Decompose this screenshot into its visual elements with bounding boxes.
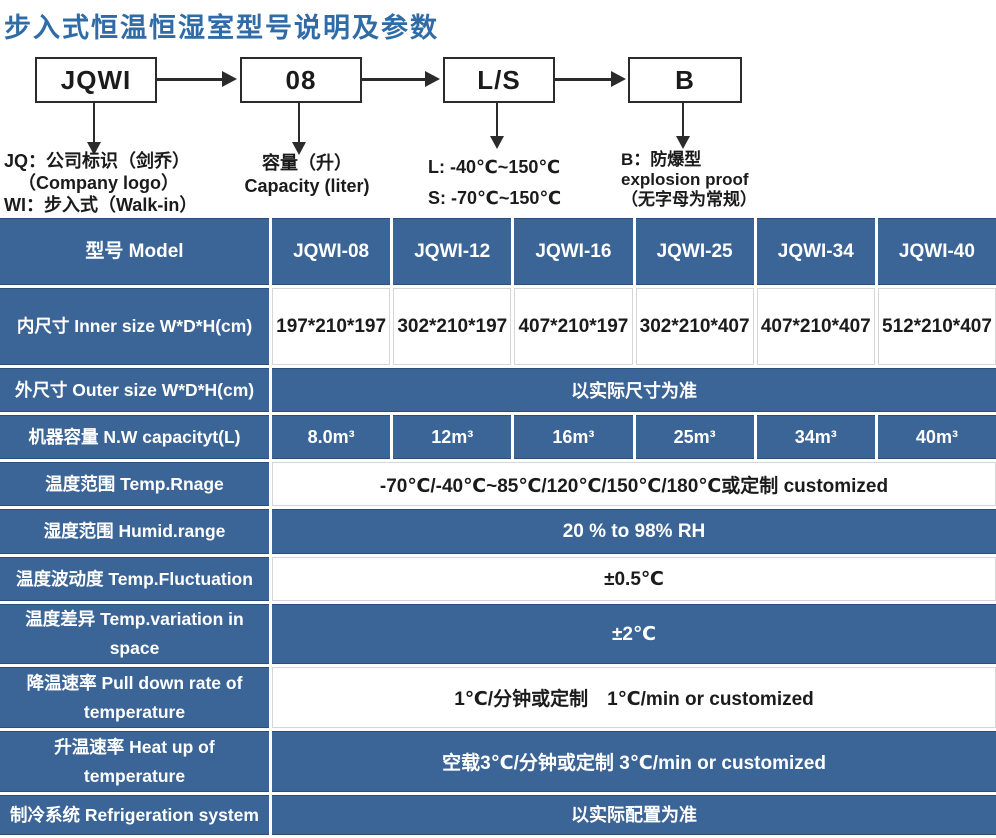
- header-model-label: 型号 Model: [0, 218, 269, 285]
- capacity-value: 16m³: [514, 415, 633, 459]
- row-label: 机器容量 N.W capacityt(L): [0, 415, 269, 459]
- note-line: （无字母为常规）: [621, 190, 757, 209]
- table-row-clipped: 制冷系统 Refrigeration system 以实际配置为准: [0, 795, 996, 835]
- note-line: L: -40℃~150℃: [428, 157, 561, 177]
- arrow-down-icon: [87, 142, 101, 155]
- note-company-code: JQ：公司标识（剑乔） （Company logo） WI：步入式（Walk-i…: [4, 150, 197, 216]
- table-header-row: 型号 Model JQWI-08 JQWI-12 JQWI-16 JQWI-25…: [0, 218, 996, 285]
- flow-box-company-code: JQWI: [35, 57, 157, 103]
- note-line: Capacity (liter): [244, 176, 370, 196]
- arrow-down-icon: [496, 101, 498, 137]
- model-naming-diagram: 步入式恒温恒湿室型号说明及参数 JQWI 08 L/S B JQ：公司标: [0, 0, 996, 218]
- arrow-down-icon: [490, 136, 504, 149]
- outer-size-value: 以实际尺寸为准: [272, 368, 996, 412]
- row-label: 湿度范围 Humid.range: [0, 509, 269, 554]
- inner-size-value: 197*210*197: [272, 288, 391, 365]
- inner-size-value: 407*210*197: [514, 288, 633, 365]
- header-model: JQWI-40: [877, 218, 996, 285]
- page-title: 步入式恒温恒湿室型号说明及参数: [4, 13, 439, 43]
- table-row-fluctuation: 温度波动度 Temp.Fluctuation ±0.5℃: [0, 557, 996, 601]
- header-model: JQWI-25: [635, 218, 754, 285]
- table-row-heatup-rate: 升温速率 Heat up of temperature 空载3℃/分钟或定制 3…: [0, 731, 996, 792]
- capacity-value: 8.0m³: [272, 415, 391, 459]
- table-row-outer-size: 外尺寸 Outer size W*D*H(cm) 以实际尺寸为准: [0, 368, 996, 412]
- arrow-right-icon: [157, 78, 223, 81]
- row-label: 内尺寸 Inner size W*D*H(cm): [0, 288, 269, 365]
- variation-value: ±2℃: [272, 604, 996, 664]
- flow-box-range-code: L/S: [443, 57, 555, 103]
- flow-box-explosion-code: B: [628, 57, 742, 103]
- note-explosion-code: B：防爆型 explosion proof （无字母为常规）: [621, 150, 757, 210]
- row-label: 温度差异 Temp.variation in space: [0, 604, 269, 664]
- header-model: JQWI-12: [393, 218, 512, 285]
- inner-size-value: 512*210*407: [877, 288, 996, 365]
- table-row-variation: 温度差异 Temp.variation in space ±2℃: [0, 604, 996, 664]
- spec-table: 型号 Model JQWI-08 JQWI-12 JQWI-16 JQWI-25…: [0, 218, 996, 838]
- flow-box-label: 08: [285, 64, 317, 95]
- header-model: JQWI-08: [272, 218, 391, 285]
- arrow-down-icon: [682, 101, 684, 137]
- arrow-down-icon: [676, 136, 690, 149]
- fluctuation-value: ±0.5℃: [272, 557, 996, 601]
- note-line: B：防爆型: [621, 150, 702, 169]
- capacity-value: 34m³: [756, 415, 875, 459]
- arrow-down-icon: [93, 101, 95, 143]
- pulldown-rate-value: 1℃/分钟或定制 1℃/min or customized: [272, 667, 996, 728]
- table-row-pulldown-rate: 降温速率 Pull down rate of temperature 1℃/分钟…: [0, 667, 996, 728]
- arrow-down-icon: [298, 101, 300, 143]
- note-capacity-code: 容量（升） Capacity (liter): [222, 152, 392, 198]
- arrow-right-icon: [555, 78, 612, 81]
- row-label: 升温速率 Heat up of temperature: [0, 731, 269, 792]
- note-line: explosion proof: [621, 170, 749, 189]
- arrow-right-icon: [425, 71, 440, 87]
- capacity-value: 12m³: [393, 415, 512, 459]
- table-row-humidity: 湿度范围 Humid.range 20 % to 98% RH: [0, 509, 996, 554]
- arrow-right-icon: [222, 71, 237, 87]
- row-label: 降温速率 Pull down rate of temperature: [0, 667, 269, 728]
- header-model: JQWI-16: [514, 218, 633, 285]
- note-line: （Company logo）: [18, 173, 179, 193]
- clipped-row-value: 以实际配置为准: [272, 795, 996, 835]
- note-line: JQ：公司标识（剑乔）: [4, 151, 191, 171]
- note-line: 容量（升）: [262, 153, 352, 173]
- inner-size-value: 407*210*407: [756, 288, 875, 365]
- flow-box-capacity-code: 08: [240, 57, 362, 103]
- capacity-value: 40m³: [877, 415, 996, 459]
- note-line: WI：步入式（Walk-in）: [4, 195, 198, 215]
- arrow-right-icon: [611, 71, 626, 87]
- note-line: S: -70℃~150℃: [428, 188, 562, 208]
- note-range-code: L: -40℃~150℃ S: -70℃~150℃: [428, 152, 561, 214]
- header-model: JQWI-34: [756, 218, 875, 285]
- inner-size-value: 302*210*197: [393, 288, 512, 365]
- row-label: 温度波动度 Temp.Fluctuation: [0, 557, 269, 601]
- row-label: 外尺寸 Outer size W*D*H(cm): [0, 368, 269, 412]
- row-label: 温度范围 Temp.Rnage: [0, 462, 269, 506]
- heatup-rate-value: 空载3℃/分钟或定制 3℃/min or customized: [272, 731, 996, 792]
- flow-box-label: JQWI: [60, 64, 132, 95]
- flow-box-label: L/S: [477, 64, 521, 95]
- table-row-temp-range: 温度范围 Temp.Rnage -70℃/-40℃~85℃/120℃/150℃/…: [0, 462, 996, 506]
- row-label: 制冷系统 Refrigeration system: [0, 795, 269, 835]
- arrow-right-icon: [362, 78, 426, 81]
- arrow-down-icon: [292, 142, 306, 155]
- table-row-capacity: 机器容量 N.W capacityt(L) 8.0m³ 12m³ 16m³ 25…: [0, 415, 996, 459]
- temp-range-value: -70℃/-40℃~85℃/120℃/150℃/180℃或定制 customiz…: [272, 462, 996, 506]
- flow-box-label: B: [675, 64, 695, 95]
- capacity-value: 25m³: [635, 415, 754, 459]
- humidity-value: 20 % to 98% RH: [272, 509, 996, 554]
- inner-size-value: 302*210*407: [635, 288, 754, 365]
- table-row-inner-size: 内尺寸 Inner size W*D*H(cm) 197*210*197 302…: [0, 288, 996, 365]
